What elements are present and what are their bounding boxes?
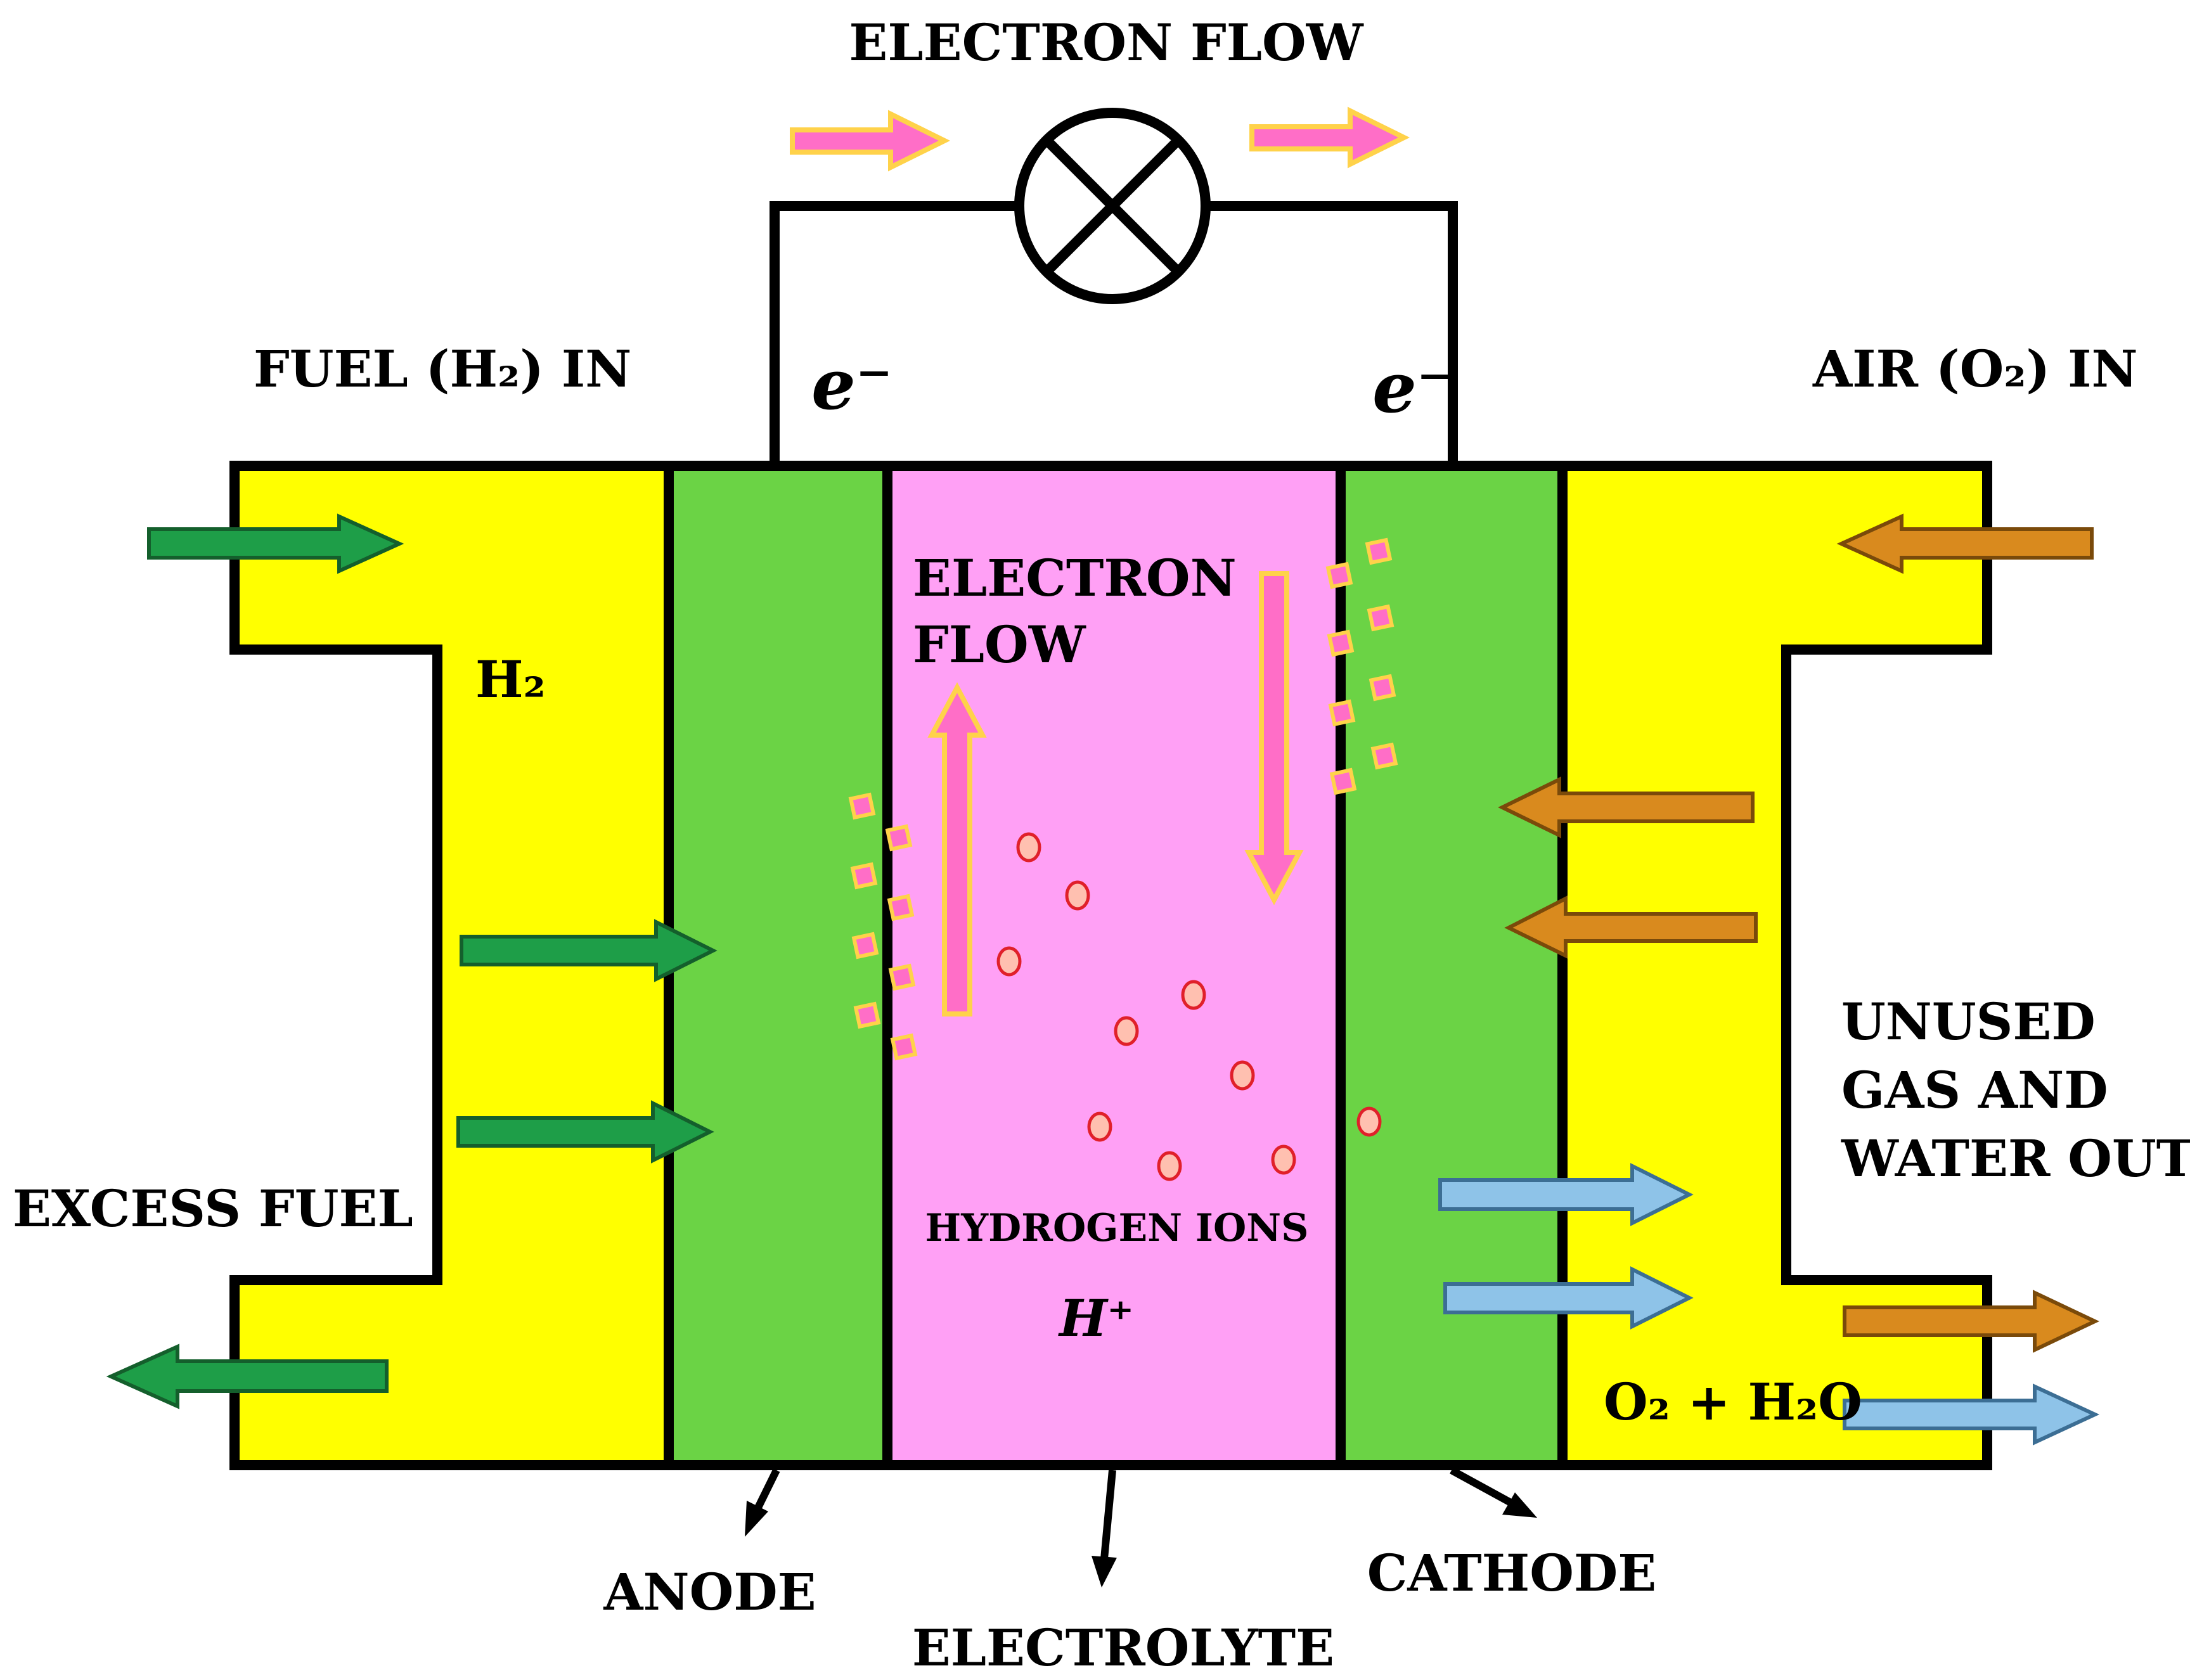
hydrogen-ions xyxy=(996,832,1382,1181)
label-anode: ANODE xyxy=(603,1562,816,1622)
hydrogen-ion xyxy=(1016,832,1041,862)
hydrogen-ion xyxy=(1181,980,1206,1010)
water-arrow-1 xyxy=(1438,1163,1694,1226)
label-unused-line2: GAS AND xyxy=(1841,1060,2108,1120)
label-fuel-in: FUEL (H₂) IN xyxy=(254,339,631,399)
air-to-cathode-arrow-2 xyxy=(1504,895,1758,959)
electron-dot xyxy=(888,963,916,991)
label-cathode: CATHODE xyxy=(1367,1543,1657,1603)
electron-dot xyxy=(853,1001,881,1029)
excess-fuel-out-arrow xyxy=(106,1343,389,1409)
label-air-in: AIR (O₂) IN xyxy=(1812,339,2138,399)
electron-down-arrow xyxy=(1244,571,1304,906)
air-in-arrow xyxy=(1836,513,2094,574)
electron-dot xyxy=(1365,537,1393,565)
electron-flow-arrow-left xyxy=(790,110,951,172)
electron-dot xyxy=(1328,699,1356,727)
hydrogen-ion xyxy=(1271,1145,1296,1175)
cathode-pointer xyxy=(1450,1466,1537,1518)
electron-dot xyxy=(1327,629,1355,657)
electron-dot xyxy=(850,862,878,890)
lamp-symbol-icon xyxy=(1014,108,1211,304)
label-electrolyte: ELECTROLYTE xyxy=(912,1618,1334,1677)
hydrogen-ion xyxy=(1114,1016,1139,1046)
electron-dot xyxy=(1370,742,1398,770)
electron-flow-arrow-right xyxy=(1249,106,1410,169)
label-unused-line1: UNUSED xyxy=(1841,992,2096,1051)
air-to-cathode-arrow-1 xyxy=(1498,776,1755,838)
external-circuit-wire-right xyxy=(1204,201,1458,463)
electron-dot xyxy=(1325,561,1353,589)
label-excess-fuel: EXCESS FUEL xyxy=(13,1179,413,1238)
unused-gas-out-arrow xyxy=(1843,1290,2100,1353)
cathode-electrons xyxy=(1325,537,1398,795)
label-electron-flow-line1: ELECTRON xyxy=(913,548,1237,608)
electron-dot xyxy=(887,894,915,921)
label-unused-line3: WATER OUT xyxy=(1841,1129,2190,1188)
label-hydrogen-ions: HYDROGEN IONS xyxy=(925,1206,1309,1250)
hydrogen-ion xyxy=(1065,880,1090,911)
electron-dot xyxy=(1369,674,1396,702)
title-electron-flow: ELECTRON FLOW xyxy=(849,13,1363,72)
electron-dot xyxy=(890,1033,918,1061)
label-electron-flow-line2: FLOW xyxy=(913,615,1086,674)
anode-pointer xyxy=(745,1468,780,1537)
electron-dot xyxy=(1367,604,1395,632)
electron-dot xyxy=(848,792,876,820)
anode-electrons xyxy=(848,792,918,1061)
electron-dot xyxy=(1329,767,1357,795)
electron-label-right: e⁻ xyxy=(1372,347,1453,428)
label-h2: H₂ xyxy=(475,650,546,709)
electrolyte-pointer xyxy=(1092,1470,1117,1587)
hydrogen-ion xyxy=(1230,1060,1255,1091)
label-h-plus: H⁺ xyxy=(1058,1288,1134,1348)
air-chamber xyxy=(1557,461,1992,1470)
external-circuit-wire-left xyxy=(770,201,1021,463)
hydrogen-ion xyxy=(1157,1151,1182,1181)
water-arrow-2 xyxy=(1443,1266,1694,1330)
hydrogen-ion xyxy=(1087,1112,1112,1142)
electron-up-arrow xyxy=(927,682,987,1016)
anode-plate xyxy=(664,461,892,1470)
electron-dot xyxy=(851,932,879,959)
fuel-in-arrow xyxy=(147,513,404,574)
label-o2-h2o: O₂ + H₂O xyxy=(1604,1372,1862,1432)
electron-label-left: e⁻ xyxy=(811,343,892,425)
electron-dot xyxy=(885,824,913,852)
fuel-to-anode-arrow-2 xyxy=(456,1100,714,1164)
fuel-to-anode-arrow-1 xyxy=(460,919,718,982)
hydrogen-ion xyxy=(1356,1106,1382,1137)
hydrogen-ion xyxy=(996,946,1022,977)
water-out-arrow xyxy=(1843,1383,2100,1446)
